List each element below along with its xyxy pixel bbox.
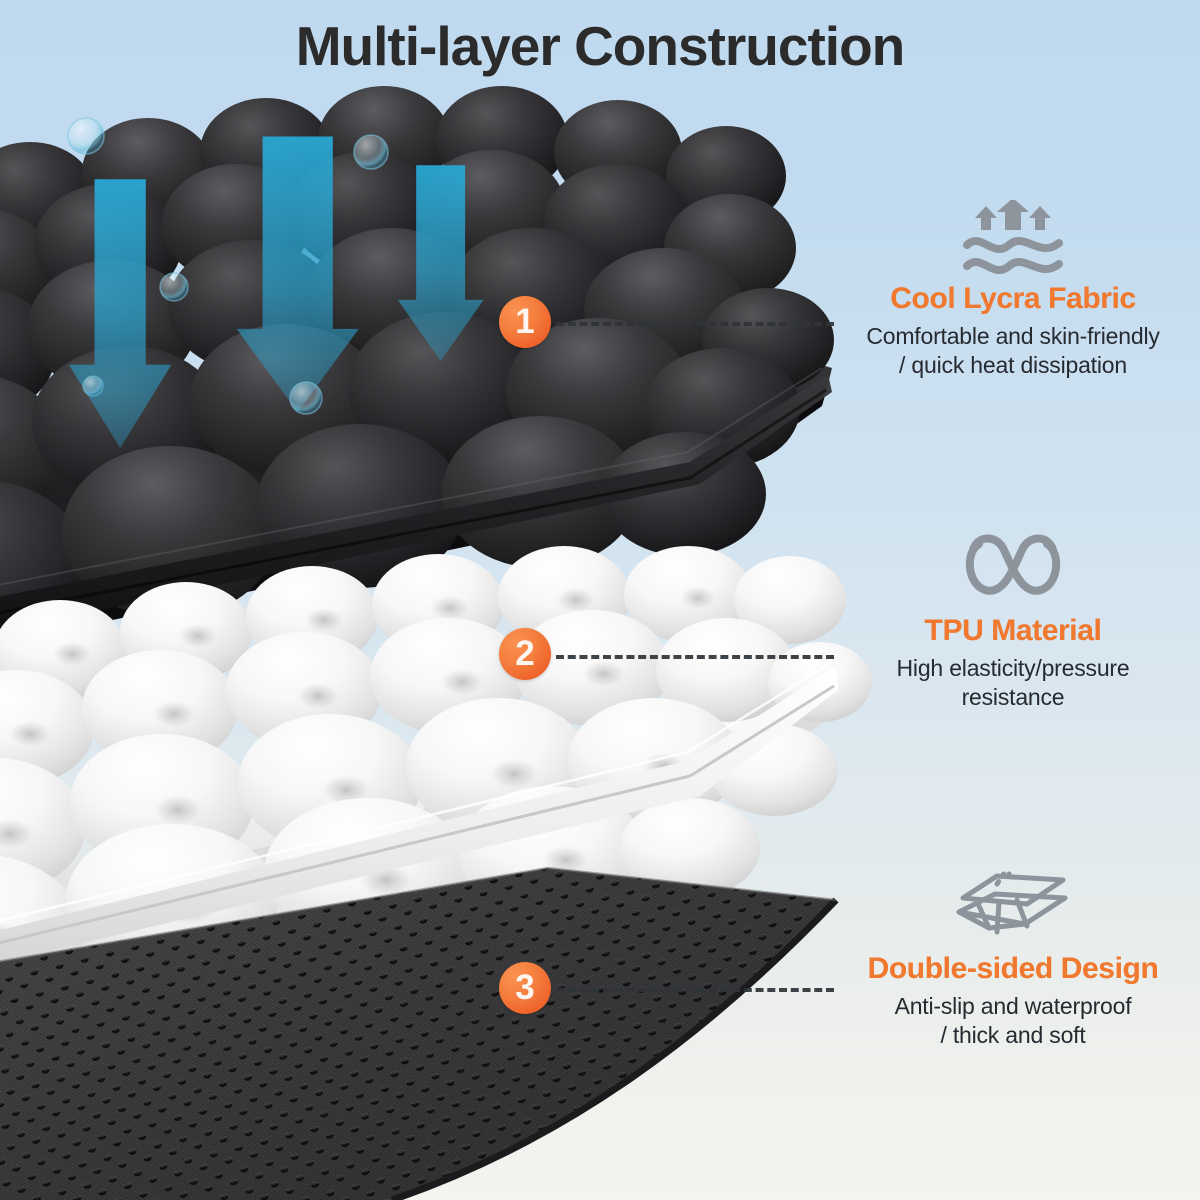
badge-number-3: 3 — [515, 967, 535, 1007]
callout-description-1: Comfortable and skin-friendly / quick he… — [838, 322, 1188, 382]
callout-description-3-line1: Anti-slip and waterproof — [894, 992, 1132, 1019]
callout-description-2-line2: resistance — [961, 684, 1065, 711]
perforated-anti-slip-base-layer — [0, 866, 839, 1200]
leader-line-3 — [556, 988, 834, 992]
badge-number-1: 1 — [515, 301, 535, 341]
callout-heading-3: Double-sided Design — [838, 952, 1188, 987]
stacked-sheets-icon — [838, 866, 1188, 946]
badge-number-2: 2 — [515, 633, 535, 673]
callout-double-sided-design: Double-sided Design Anti-slip and waterp… — [838, 866, 1188, 1051]
layer-number-badge-1[interactable]: 1 — [499, 296, 551, 348]
airflow-waves-icon — [838, 196, 1188, 276]
callout-description-2-line1: High elasticity/pressure — [896, 654, 1130, 681]
page-title: Multi-layer Construction — [295, 15, 906, 77]
layer-number-badge-2[interactable]: 2 — [499, 628, 551, 680]
layer-number-badge-3[interactable]: 3 — [499, 962, 551, 1014]
callout-description-3-line2: / thick and soft — [940, 1022, 1086, 1049]
callout-description-2: High elasticity/pressure resistance — [838, 654, 1188, 714]
callout-cool-lycra-fabric: Cool Lycra Fabric Comfortable and skin-f… — [838, 196, 1188, 381]
callout-tpu-material: TPU Material High elasticity/pressure re… — [838, 528, 1188, 713]
callout-heading-2: TPU Material — [838, 614, 1188, 649]
callout-description-3: Anti-slip and waterproof / thick and sof… — [838, 992, 1188, 1052]
callout-heading-1: Cool Lycra Fabric — [838, 282, 1188, 317]
leader-line-1 — [556, 322, 834, 326]
airflow-arrows-group — [66, 117, 484, 448]
leader-line-2 — [556, 655, 834, 659]
callout-description-1-line1: Comfortable and skin-friendly — [866, 322, 1160, 349]
spring-coil-icon — [838, 528, 1188, 608]
callout-description-1-line2: / quick heat dissipation — [899, 352, 1127, 379]
